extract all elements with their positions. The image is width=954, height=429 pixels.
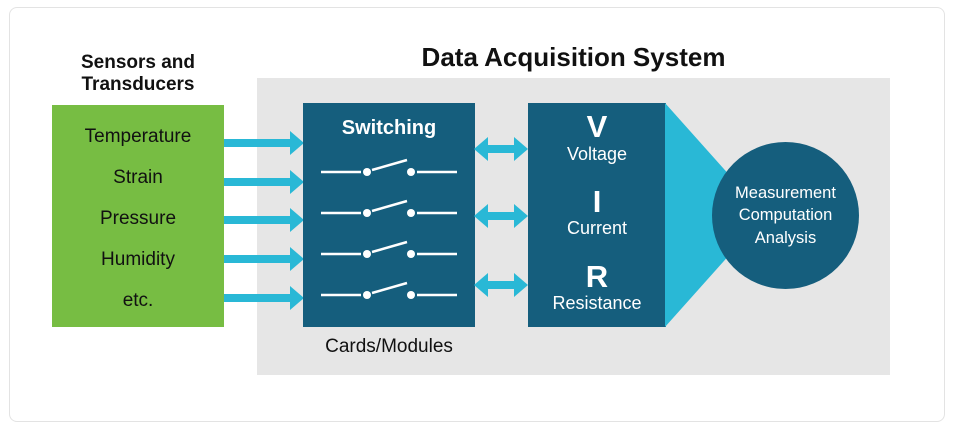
sensor-item-etc: etc. xyxy=(122,289,154,311)
voltage-label: Voltage xyxy=(566,143,628,164)
switch-rows xyxy=(319,148,459,311)
analysis-line-measurement: Measurement xyxy=(735,184,836,203)
current-label: Current xyxy=(566,218,628,239)
bidirectional-arrow-icon xyxy=(474,273,528,297)
current-symbol: I xyxy=(592,183,602,219)
signal-arrow-icon xyxy=(224,170,304,194)
sensor-item-pressure: Pressure xyxy=(99,207,177,229)
switching-label: Switching xyxy=(341,117,437,139)
switch-icon xyxy=(321,281,457,299)
voltage-symbol: V xyxy=(586,109,608,144)
analysis-line-computation: Computation xyxy=(738,206,833,225)
sensor-item-strain: Strain xyxy=(113,167,163,189)
signal-arrow-icon xyxy=(224,131,304,155)
switch-icon xyxy=(321,199,457,218)
sensors-box: Temperature Strain Pressure Humidity etc… xyxy=(52,105,224,327)
diagram-title: Data Acquisition System xyxy=(421,42,726,72)
signal-arrow-icon xyxy=(224,286,304,310)
diagram-border xyxy=(9,7,945,422)
analysis-line-analysis: Analysis xyxy=(754,228,817,247)
bidirectional-arrow-icon xyxy=(474,204,528,228)
switching-box: Switching xyxy=(303,103,475,327)
signal-arrow-icon xyxy=(224,247,304,271)
analysis-circle: Measurement Computation Analysis xyxy=(712,142,859,289)
sensors-heading: Sensors and Transducers xyxy=(80,52,196,95)
sensor-item-temperature: Temperature xyxy=(84,126,192,148)
measurement-box: V Voltage I Current R Resistance xyxy=(528,103,666,327)
resistance-label: Resistance xyxy=(552,293,642,314)
voltage-group: V Voltage xyxy=(528,109,666,165)
cards-modules-caption: Cards/Modules xyxy=(325,336,453,357)
signal-arrow-icon xyxy=(224,208,304,232)
resistance-symbol: R xyxy=(585,258,609,294)
bidirectional-arrow-icon xyxy=(474,137,528,161)
switch-icon xyxy=(321,240,457,258)
switch-icon xyxy=(321,159,457,177)
sensor-item-humidity: Humidity xyxy=(101,248,175,270)
current-group: I Current xyxy=(528,183,666,240)
resistance-group: R Resistance xyxy=(528,258,666,315)
